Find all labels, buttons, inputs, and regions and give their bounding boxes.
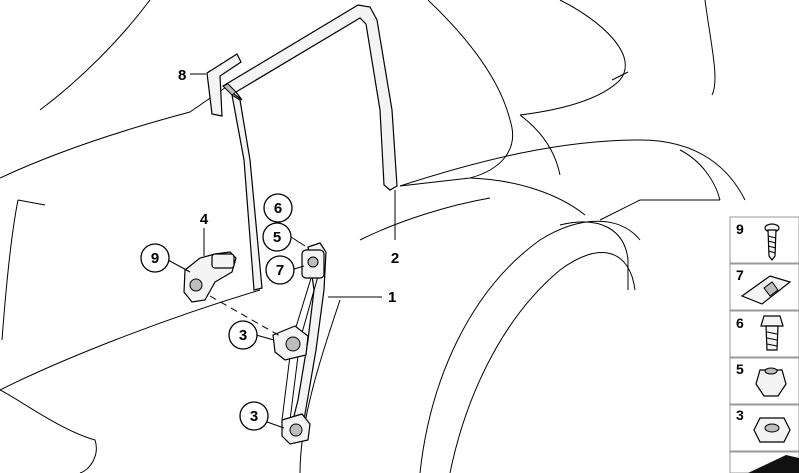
callout-label-1: 1 [388,289,396,306]
callout-label-5: 5 [273,229,281,246]
callout-label-9: 9 [151,250,159,267]
callout-label-3-lower: 3 [250,408,258,425]
legend-label-7: 7 [736,267,744,283]
callout-label-3-upper: 3 [239,327,247,344]
callout-3-lower: 3 [239,401,269,431]
screw-icon [764,223,780,261]
legend-label-3: 3 [736,407,744,423]
callout-label-7: 7 [276,262,284,279]
callout-5: 5 [262,222,292,252]
callout-label-8: 8 [178,67,186,84]
callout-2: 2 [391,250,399,267]
window-frame-channel-part-2 [221,4,398,291]
callout-label-4: 4 [200,211,209,228]
hex-bolt-icon [760,315,784,351]
legend-item-5: 5 [729,357,799,405]
legend-item-partial [729,451,799,473]
callout-3-upper: 3 [228,320,258,350]
callout-4: 4 [200,211,209,228]
window-regulator-part-1 [272,242,327,445]
legend-label-9: 9 [736,221,744,237]
hardware-legend: 9 7 6 [729,216,799,473]
legend-label-5: 5 [736,361,744,377]
callout-7: 7 [265,255,295,285]
window-motor-part-4 [183,251,237,303]
callout-1: 1 [388,289,396,306]
clip-nut-icon [740,275,792,305]
callout-8: 8 [178,67,186,84]
flange-nut-icon [755,367,787,397]
car-body-outline [0,0,746,473]
legend-label-6: 6 [736,315,744,331]
callout-6: 6 [263,193,293,223]
callout-9: 9 [140,243,170,273]
legend-item-6: 6 [729,310,799,358]
callout-label-6: 6 [274,200,282,217]
hex-nut-icon [753,417,791,443]
legend-item-9: 9 [729,216,799,264]
legend-item-3: 3 [729,404,799,452]
legend-item-7: 7 [729,263,799,311]
leader-lines [167,73,396,429]
corner-trim-part-8 [206,53,242,117]
callout-label-2: 2 [391,250,399,267]
